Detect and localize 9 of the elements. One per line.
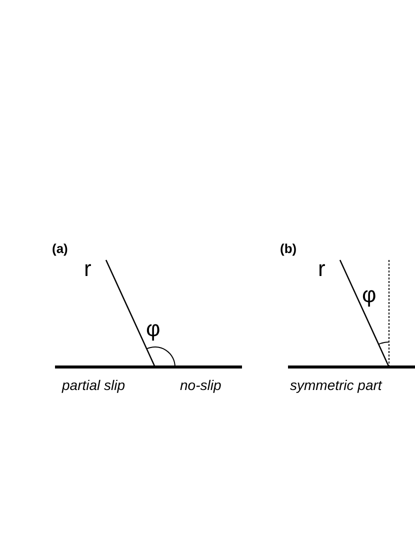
variable-label: r [318, 258, 326, 280]
variable-label: r [84, 258, 92, 280]
region-label: partial slip [62, 378, 126, 392]
panel-label: (b) [280, 242, 297, 255]
region-label: symmetric part [290, 378, 382, 392]
region-label: no-slip [180, 378, 222, 392]
panel-label: (a) [52, 242, 68, 255]
angle-label: φ [362, 284, 376, 306]
angle-label: φ [146, 318, 160, 340]
